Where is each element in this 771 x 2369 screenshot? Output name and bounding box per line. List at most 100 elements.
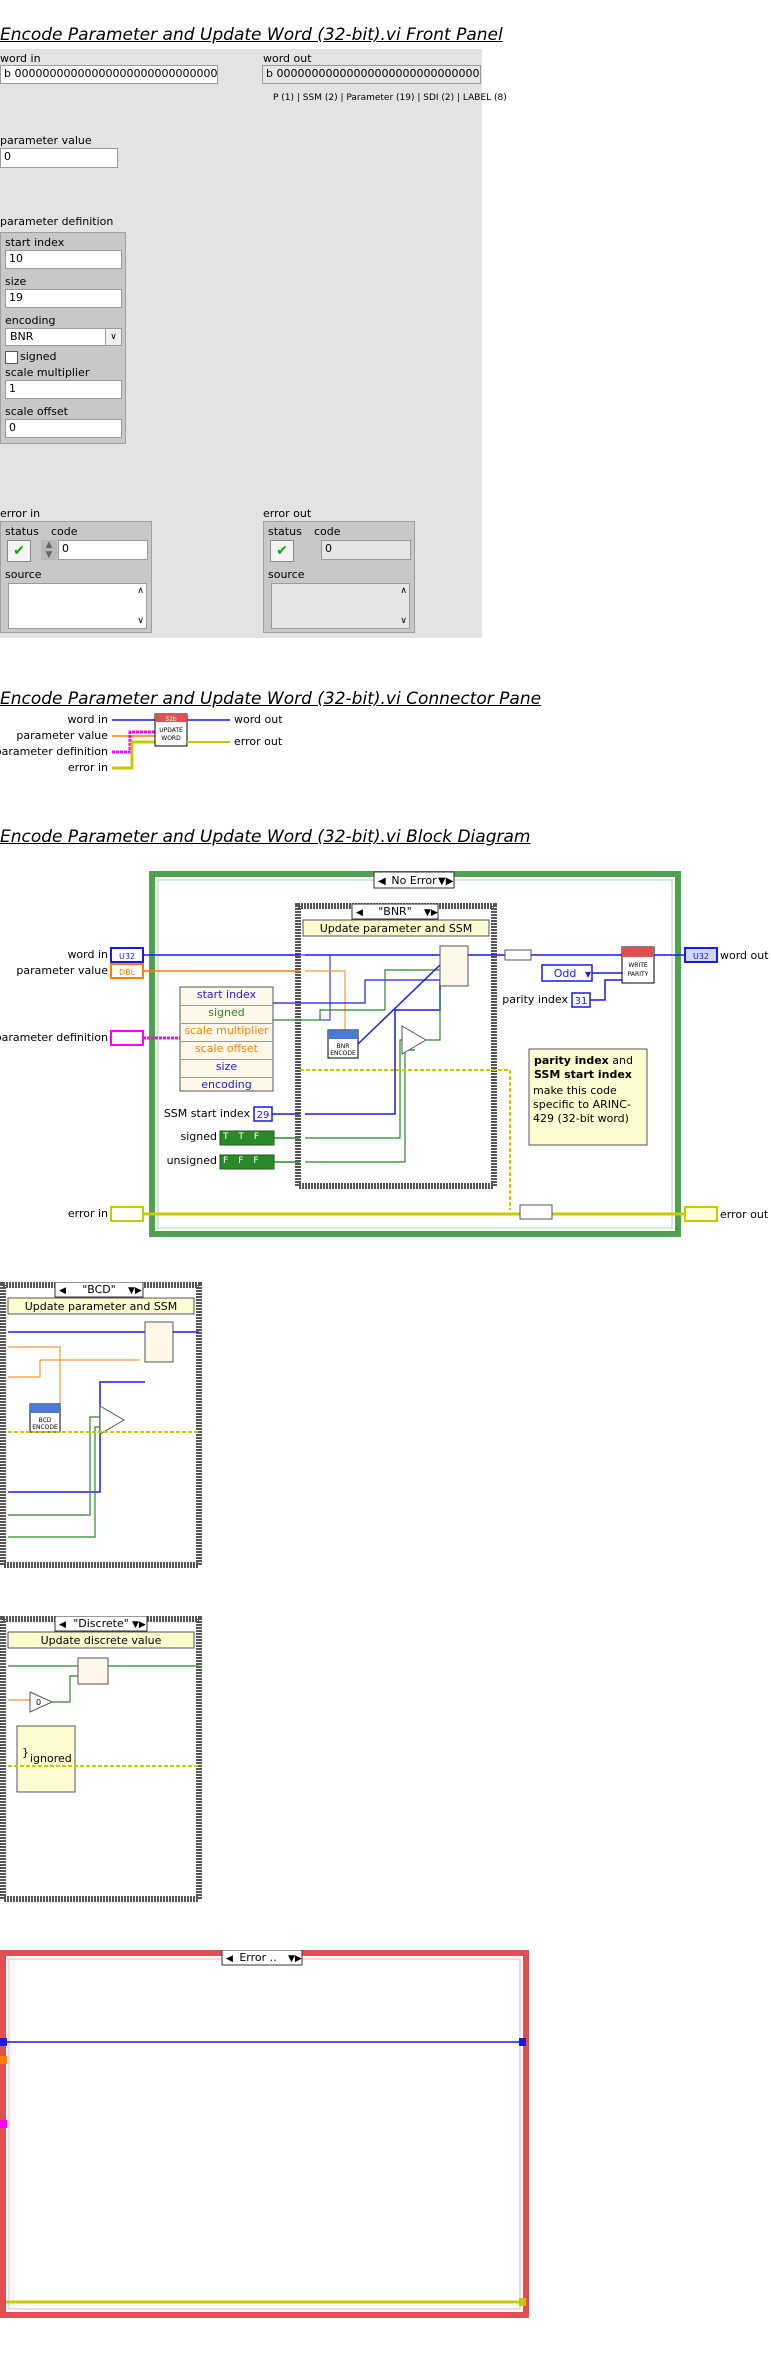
scale-offset-control[interactable]: 0 (5, 419, 122, 438)
bd-parameter-value-label: parameter value (16, 964, 108, 977)
scroll-up-icon[interactable]: ∧ (400, 586, 407, 596)
unsigned-bit-1: F (238, 1156, 254, 1166)
bcd-encode-subvi[interactable]: BCD ENCODE (29, 1403, 61, 1433)
size-control[interactable]: 19 (5, 289, 122, 308)
bd-word-out-label: word out (720, 949, 769, 962)
svg-text:◀: ◀ (378, 876, 386, 887)
error-out-source-indicator: ∧ ∨ (271, 583, 410, 629)
error-in-terminal[interactable] (110, 1206, 144, 1222)
bd-error-out-label: error out (720, 1208, 769, 1221)
scroll-down-icon[interactable]: ∨ (400, 616, 407, 626)
error-in-code-label: code (51, 525, 78, 538)
error-in-source-label: source (5, 568, 42, 581)
error-in-source-control[interactable]: ∧ ∨ (8, 583, 147, 629)
error-out-label: error out (263, 507, 312, 520)
size-label: size (5, 275, 27, 288)
start-index-control[interactable]: 10 (5, 250, 122, 269)
svg-text:Error ..: Error .. (239, 1951, 276, 1964)
svg-text:WORD: WORD (161, 735, 181, 742)
scroll-down-icon[interactable]: ∨ (137, 616, 144, 626)
word-in-terminal[interactable]: U32 (110, 947, 144, 963)
svg-text:BCD: BCD (39, 1417, 52, 1424)
write-parity-subvi[interactable]: WRITE PARITY (621, 946, 655, 984)
replace-subset-node[interactable] (439, 945, 469, 987)
scroll-up-icon[interactable]: ∧ (137, 586, 144, 596)
error-case-frame[interactable] (0, 1950, 529, 2318)
select-node[interactable] (99, 1405, 125, 1435)
unbundle-by-name-node[interactable] (179, 986, 274, 1092)
svg-text:PARITY: PARITY (628, 971, 649, 978)
error-out-status-label: status (268, 525, 302, 538)
connector-pane-title: Encode Parameter and Update Word (32-bit… (0, 689, 542, 709)
bcd-case-selector[interactable]: ◀ "BCD" ▼▶ (54, 1282, 144, 1298)
scale-multiplier-control[interactable]: 1 (5, 380, 122, 399)
encoding-label: encoding (5, 314, 56, 327)
svg-text:ENCODE: ENCODE (32, 1424, 58, 1431)
ssm-start-index-constant[interactable]: 29 (253, 1106, 273, 1122)
svg-text:SSM start index: SSM start index (534, 1068, 632, 1081)
unsigned-bits: FFF (223, 1156, 269, 1166)
unsigned-bit-2: F (253, 1156, 269, 1166)
error-out-terminal[interactable] (684, 1206, 718, 1222)
signed-checkbox[interactable] (5, 351, 18, 364)
comment-rest-text: make this code specific to ARINC-429 (32… (533, 1084, 631, 1125)
error-out-status-checkmark-icon: ✔ (270, 540, 294, 562)
word-out-label: word out (263, 52, 312, 65)
number-to-bool-array-node[interactable] (504, 949, 532, 961)
svg-text:29: 29 (257, 1110, 270, 1121)
parameter-definition-terminal[interactable] (110, 1030, 144, 1046)
error-out-code-indicator: 0 (321, 540, 411, 560)
word-in-control[interactable]: b 00000000000000000000000000000000 (0, 65, 218, 84)
select-node[interactable] (401, 1025, 427, 1055)
signed-bit-0: T (223, 1132, 239, 1142)
block-diagram-title: Encode Parameter and Update Word (32-bit… (0, 827, 531, 847)
error-in-status-checkmark-icon[interactable]: ✔ (7, 540, 31, 562)
unbundle-field-scale-multiplier: scale multiplier (181, 1024, 272, 1042)
svg-text:}: } (22, 1746, 29, 1759)
scale-multiplier-label: scale multiplier (5, 366, 90, 379)
encoding-case-selector[interactable]: ◀ "BNR" ▼▶ (351, 903, 439, 920)
error-in-code-control[interactable]: 0 (58, 540, 148, 560)
discrete-case-diagram: ◀ "Discrete" ▼▶ Update discrete value 0 … (0, 1616, 202, 1902)
bnr-encode-subvi[interactable]: BNR ENCODE (327, 1029, 359, 1059)
svg-text:DBL: DBL (119, 968, 136, 977)
cp-word-in-label: word in (67, 713, 108, 726)
discrete-case-selector[interactable]: ◀ "Discrete" ▼▶ (54, 1616, 148, 1632)
not-equal-zero-node[interactable] (29, 1691, 54, 1713)
svg-text:"BNR": "BNR" (378, 905, 412, 918)
parity-index-constant[interactable]: 31 (571, 992, 591, 1008)
unbundle-field-signed: signed (181, 1006, 272, 1024)
error-case-selector[interactable]: ◀ Error .. ▼▶ (221, 1950, 303, 1966)
signed-label: signed (20, 350, 57, 363)
parameter-value-terminal[interactable]: DBL (110, 963, 144, 979)
encoding-ring[interactable]: BNR ∨ (5, 328, 122, 346)
parity-enum-constant[interactable]: Odd ▼ (541, 964, 593, 982)
svg-text:◀: ◀ (59, 1620, 66, 1630)
svg-text:"BCD": "BCD" (82, 1283, 116, 1296)
svg-text:U32: U32 (119, 952, 135, 961)
parameter-value-label: parameter value (0, 134, 92, 147)
svg-text:▼▶: ▼▶ (128, 1286, 142, 1296)
unbundle-fields: start index signed scale multiplier scal… (181, 988, 272, 1095)
svg-text:▼▶: ▼▶ (288, 1954, 302, 1964)
cp-error-out-label: error out (234, 735, 283, 748)
error-case-selector[interactable]: ◀ No Error ▼▶ (373, 871, 455, 889)
replace-subset-node[interactable] (77, 1657, 109, 1685)
parameter-definition-cluster: start index 10 size 19 encoding BNR ∨ si… (0, 232, 126, 444)
svg-text:◀: ◀ (226, 1954, 233, 1964)
chevron-down-icon[interactable]: ∨ (105, 329, 121, 345)
cp-parameter-value-label: parameter value (16, 729, 108, 742)
merge-errors-node[interactable] (519, 1204, 553, 1220)
svg-text:◀: ◀ (59, 1286, 66, 1296)
bcd-seq-title: Update parameter and SSM (25, 1300, 178, 1313)
word-out-caption: P (1) | SSM (2) | Parameter (19) | SDI (… (273, 93, 507, 103)
error-in-code-stepper[interactable]: ▲▼ (41, 540, 57, 560)
signed-bits: TTF (223, 1132, 269, 1142)
discrete-seq-title: Update discrete value (41, 1634, 162, 1647)
bd-parameter-definition-label: parameter definition (0, 1031, 108, 1044)
update-word-icon: 32b UPDATE WORD (154, 713, 188, 747)
word-out-terminal[interactable]: U32 (684, 947, 718, 963)
parameter-value-control[interactable]: 0 (0, 148, 118, 168)
replace-subset-node[interactable] (144, 1321, 174, 1363)
svg-text:▼▶: ▼▶ (438, 876, 454, 887)
